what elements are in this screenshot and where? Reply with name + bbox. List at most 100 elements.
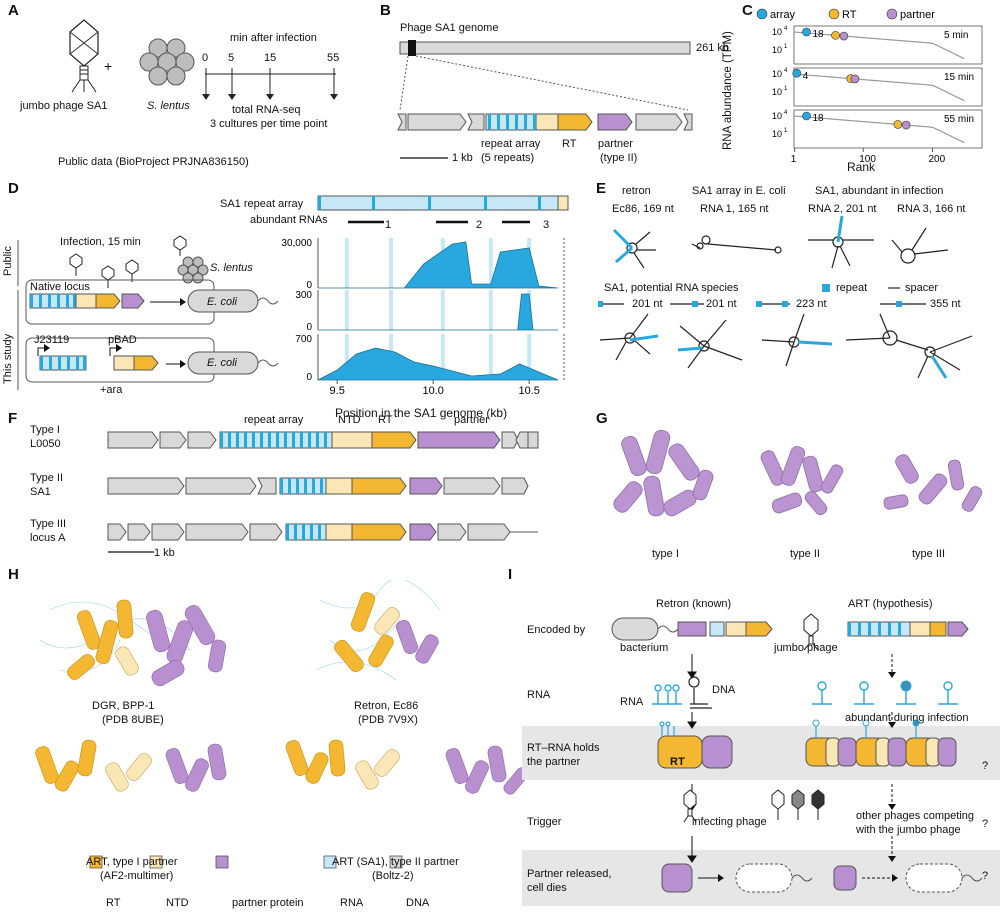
c-time-label: 55 min: [944, 114, 974, 125]
f-repeat-type1: [276, 432, 279, 448]
f-type-1-sub: L0050: [30, 438, 61, 450]
f-repeat-type1: [220, 432, 223, 448]
i-art-rna-loop: [812, 719, 820, 727]
i-art-rna-loop: [912, 719, 920, 727]
f-type-3: Type III: [30, 518, 67, 530]
panel-b-graphic: [397, 40, 693, 159]
i-col-art: ART (hypothesis): [848, 598, 933, 610]
f-header-ntd: NTD: [338, 414, 361, 426]
f-repeat-type2: [288, 478, 291, 494]
f-repeat-type1: [300, 432, 303, 448]
d-repeat-band: [527, 334, 532, 380]
c-ytick-hi: 10: [772, 69, 782, 79]
h-art2-label: ART (SA1), type II partner: [332, 856, 459, 868]
i-competing-2: with the jumbo phage: [856, 824, 961, 836]
e-rna-1: RNA 1, 165 nt: [700, 203, 769, 215]
partner-label-b: partner: [598, 138, 633, 150]
panel-f-graphic: [107, 431, 539, 553]
rna-num-1: 1: [385, 219, 392, 231]
c-xtick-label: 1: [791, 154, 797, 165]
d-repeat-band: [388, 238, 393, 288]
panel-label-a: A: [8, 2, 19, 19]
panel-label-h: H: [8, 566, 19, 583]
i-art-partner: [887, 737, 907, 767]
scale-label-b: 1 kb: [452, 152, 473, 164]
f-repeat-type1: [260, 432, 263, 448]
f-repeat-type3: [302, 524, 305, 540]
f-repeat-type1: [228, 432, 231, 448]
f-repeat-type1: [268, 432, 271, 448]
jumbo-phage-label: jumbo phage SA1: [20, 100, 108, 112]
d-ytick-zero: 0: [306, 280, 312, 291]
genome-size-label: 261 kb: [696, 42, 730, 54]
i-infecting: infecting phage: [692, 816, 767, 828]
f-repeat-type2: [280, 478, 283, 494]
c-legend-text: array: [770, 9, 796, 21]
d-repeat-band: [388, 290, 393, 330]
c-partner-point: [850, 74, 860, 84]
c-rt-point: [893, 120, 903, 129]
c-panel-frame: [793, 25, 983, 65]
c-abundance-curve: [793, 115, 965, 144]
c-array-point: [792, 68, 802, 78]
d-repeat-band: [440, 334, 445, 380]
h-art1-sub: (AF2-multimer): [100, 870, 174, 882]
panel-e-graphic: [598, 215, 973, 379]
panel-h-structures: [35, 580, 529, 869]
c-array-point: [802, 111, 811, 121]
f-repeat-type3: [318, 524, 321, 540]
e-header-retron: retron: [622, 185, 651, 197]
rna-num-3: 3: [543, 219, 550, 231]
c-time-label: 5 min: [944, 30, 968, 41]
c-ytick-lo: 10: [772, 45, 782, 55]
s-lentus-cells-icon: [139, 38, 195, 86]
c-ylabel: RNA abundance (TPM): [722, 31, 734, 150]
c-ytick-hi: 10: [772, 27, 782, 37]
f-repeat-type2: [304, 478, 307, 494]
e-len-2: 201 nt: [706, 298, 737, 310]
c-ytick-lo: 10: [772, 87, 782, 97]
host-cells-icon: [177, 256, 209, 284]
c-ytick-lo-exp: 1: [784, 44, 788, 50]
plus-sign: +: [104, 58, 113, 74]
f-repeat-type2: [320, 478, 323, 494]
c-xtick-label: 200: [928, 154, 945, 165]
d-host-label: S. lentus: [210, 262, 253, 274]
time-0: 0: [202, 52, 209, 64]
c-array-rank: 18: [812, 29, 824, 40]
infecting-phages-icon: [69, 235, 187, 288]
jumbo-phage-icon: [69, 19, 99, 93]
c-ytick-lo-exp: 1: [784, 86, 788, 92]
i-q3: ?: [982, 870, 989, 882]
d-repeat-band: [488, 238, 493, 288]
g-label-type3: type III: [912, 548, 946, 560]
i-art-partner: [837, 737, 857, 767]
panel-i-graphic: [522, 613, 1000, 906]
d-coverage-pbad: [317, 347, 559, 381]
c-array-rank: 4: [803, 71, 809, 82]
e-repeat-legend: repeat: [836, 282, 868, 294]
c-panel-frame: [793, 109, 983, 149]
f-repeat-type1: [316, 432, 319, 448]
d-xtick-label: 10.0: [422, 385, 443, 397]
ara-label: +ara: [100, 384, 123, 396]
f-repeat-type3: [286, 524, 289, 540]
infection-label: Infection, 15 min: [60, 236, 141, 248]
e-potential-label: SA1, potential RNA species: [604, 282, 739, 294]
h-dgr-sub: (PDB 8UBE): [102, 714, 164, 726]
legend-rna: RNA: [340, 897, 364, 909]
f-header-array: repeat array: [244, 414, 304, 426]
repeats-count-label: (5 repeats): [481, 152, 535, 164]
i-row-trigger: Trigger: [527, 816, 562, 828]
public-data-label: Public data (BioProject PRJNA836150): [58, 156, 249, 168]
c-abundance-curve: [793, 73, 965, 102]
ecoli-label-1: E. coli: [207, 296, 237, 308]
i-row-rna: RNA: [527, 689, 551, 701]
panel-label-i: I: [508, 566, 513, 583]
h-retron-sub: (PDB 7V9X): [358, 714, 418, 726]
f-repeat-type2: [312, 478, 315, 494]
legend-rt: RT: [106, 897, 121, 909]
f-scale-label: 1 kb: [154, 547, 175, 559]
e-len-3: 223 nt: [796, 298, 827, 310]
c-legend-text: partner: [900, 9, 935, 21]
